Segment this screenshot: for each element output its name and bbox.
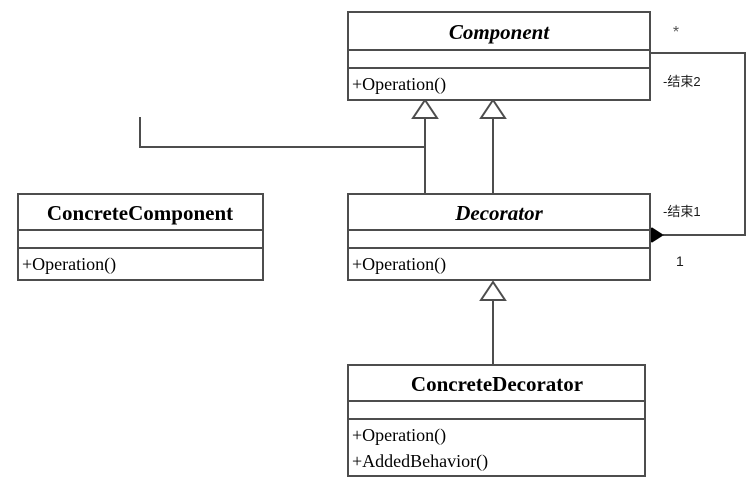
class-box-concrete-decorator-rect (347, 364, 646, 477)
class-name-component: Component (449, 20, 551, 44)
relation-generalization-concrete-component[interactable] (139, 98, 439, 194)
class-operation-decorator-1: +Operation() (352, 254, 446, 275)
class-box-decorator-rect (347, 193, 651, 281)
role-label-end2: -结束2 (663, 74, 701, 89)
class-box-decorator[interactable]: Decorator +Operation() (347, 193, 651, 281)
class-box-concrete-decorator[interactable]: ConcreteDecorator +Operation() +AddedBeh… (347, 364, 646, 477)
composition-edge-path (650, 52, 746, 236)
multiplicity-source-one: 1 (676, 253, 684, 269)
class-box-concrete-component-rect (17, 193, 264, 281)
class-box-component-rect (347, 11, 651, 101)
class-name-concrete-component: ConcreteComponent (47, 201, 233, 225)
class-name-concrete-decorator: ConcreteDecorator (411, 372, 583, 396)
multiplicity-target-star: * (673, 24, 679, 41)
class-box-component[interactable]: Component +Operation() (347, 11, 651, 101)
generalization-triangle-icon-concrete-component (411, 98, 439, 119)
role-label-end1: -结束1 (663, 204, 701, 219)
class-operation-concrete-decorator-1: +Operation() (352, 425, 446, 446)
class-operation-component-1: +Operation() (352, 74, 446, 95)
relation-generalization-decorator[interactable] (479, 98, 507, 194)
class-box-concrete-component[interactable]: ConcreteComponent +Operation() (17, 193, 264, 281)
generalization-triangle-icon-concrete-decorator (479, 280, 507, 301)
generalization-edge-path-concrete-component (139, 117, 426, 194)
relation-generalization-concrete-decorator[interactable] (479, 280, 507, 365)
class-operation-concrete-decorator-2: +AddedBehavior() (352, 451, 488, 472)
generalization-triangle-icon-decorator (479, 98, 507, 119)
class-name-decorator: Decorator (454, 201, 543, 225)
class-operation-concrete-component-1: +Operation() (22, 254, 116, 275)
